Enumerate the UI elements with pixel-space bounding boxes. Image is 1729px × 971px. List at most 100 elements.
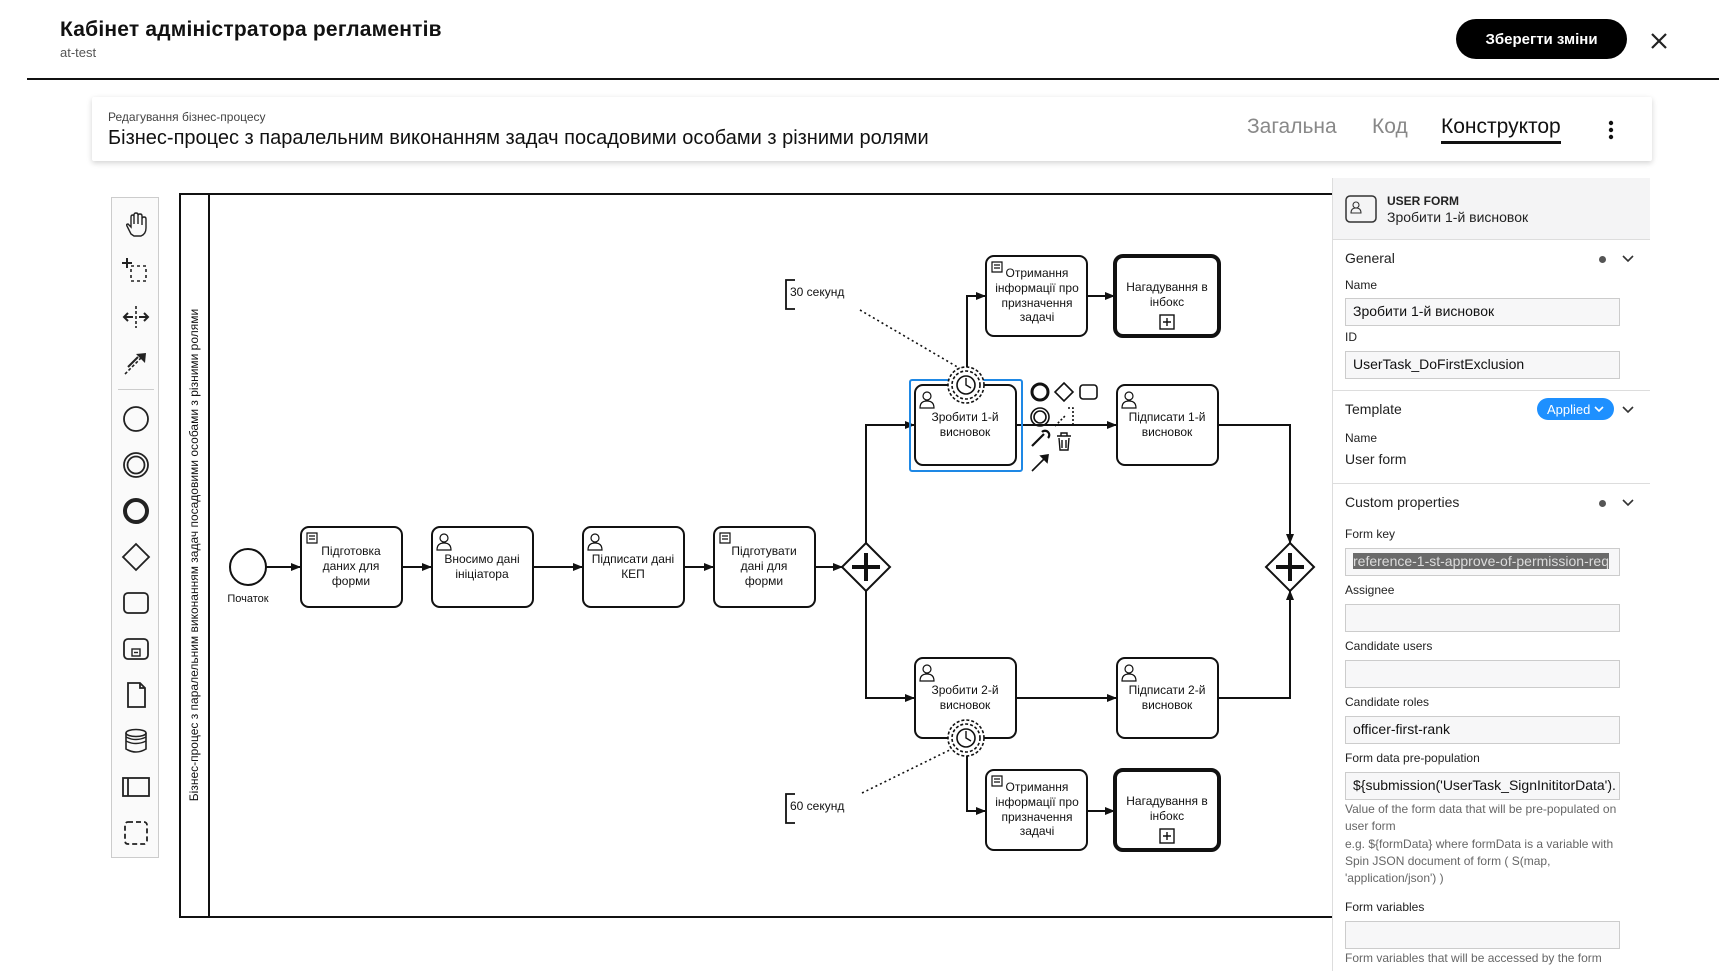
script-task-icon bbox=[991, 261, 1003, 273]
group-template-header[interactable]: Template Applied bbox=[1333, 395, 1650, 425]
chevron-down-icon[interactable] bbox=[1621, 252, 1635, 266]
space-tool-icon[interactable] bbox=[121, 302, 151, 332]
data-store-icon[interactable] bbox=[121, 726, 151, 756]
group-general-dot bbox=[1599, 256, 1606, 263]
subprocess-icon[interactable] bbox=[121, 634, 151, 664]
tab-code[interactable]: Код bbox=[1372, 115, 1408, 138]
intermediate-event-icon[interactable] bbox=[121, 450, 151, 480]
script-task-icon bbox=[719, 532, 731, 544]
chevron-down-icon[interactable] bbox=[1621, 403, 1635, 417]
app-subtitle: at-test bbox=[60, 45, 97, 60]
prepopulation-label: Form data pre-population bbox=[1345, 751, 1480, 765]
user-task-icon bbox=[919, 391, 935, 409]
tab-general[interactable]: Загальна bbox=[1247, 115, 1337, 138]
append-end-event-icon[interactable] bbox=[1030, 382, 1050, 402]
start-event[interactable]: Початок bbox=[227, 548, 269, 605]
delete-icon[interactable] bbox=[1057, 432, 1071, 451]
group-custom-header[interactable]: Custom properties bbox=[1333, 488, 1650, 518]
app-header: Кабінет адміністратора регламентів at-te… bbox=[0, 0, 1729, 80]
more-options-icon[interactable] bbox=[1608, 119, 1614, 141]
append-annotation-icon[interactable] bbox=[1054, 407, 1074, 427]
connect-icon[interactable] bbox=[1031, 454, 1049, 472]
start-event-icon[interactable] bbox=[121, 404, 151, 434]
wrench-icon[interactable] bbox=[1031, 429, 1051, 447]
parallel-gateway-join[interactable] bbox=[1264, 541, 1316, 593]
candidate-roles-input[interactable]: officer-first-rank bbox=[1345, 716, 1620, 744]
task-icon[interactable] bbox=[121, 588, 151, 618]
context-pad[interactable] bbox=[1030, 381, 1098, 472]
connect-tool-icon[interactable] bbox=[121, 348, 151, 378]
chevron-down-icon[interactable] bbox=[1621, 496, 1635, 510]
bpmn-canvas[interactable]: Бізнес-процес з паралельним виконанням з… bbox=[178, 193, 1333, 918]
end-event-icon[interactable] bbox=[121, 496, 151, 526]
form-key-value: reference-1-st-approve-of-permission-req bbox=[1353, 553, 1609, 569]
element-name: Зробити 1-й висновок bbox=[1387, 209, 1529, 225]
user-task-icon bbox=[1121, 391, 1137, 409]
tab-constructor[interactable]: Конструктор bbox=[1441, 115, 1561, 144]
group-general-header[interactable]: General bbox=[1333, 244, 1650, 274]
properties-panel: USER FORM Зробити 1-й висновок General N… bbox=[1332, 178, 1650, 971]
append-task-icon[interactable] bbox=[1079, 384, 1098, 400]
template-applied-badge[interactable]: Applied bbox=[1537, 398, 1615, 420]
form-variables-label: Form variables bbox=[1345, 900, 1425, 914]
pool-icon[interactable] bbox=[121, 772, 151, 802]
id-input[interactable]: UserTask_DoFirstExclusion bbox=[1345, 351, 1620, 379]
save-changes-button[interactable]: Зберегти зміни bbox=[1456, 19, 1627, 59]
annotation-30-sec[interactable]: 30 секунд bbox=[785, 279, 844, 310]
group-divider bbox=[1333, 390, 1650, 391]
prepopulation-example: e.g. ${formData} where formData is a var… bbox=[1345, 837, 1614, 885]
boundary-timer-top[interactable] bbox=[947, 366, 985, 404]
group-custom-title: Custom properties bbox=[1345, 494, 1460, 510]
start-event-label: Початок bbox=[227, 593, 268, 605]
candidate-users-label: Candidate users bbox=[1345, 639, 1433, 653]
sequence-flows bbox=[266, 292, 1294, 815]
candidate-users-input[interactable] bbox=[1345, 660, 1620, 688]
form-key-input[interactable]: reference-1-st-approve-of-permission-req bbox=[1345, 548, 1620, 576]
append-gateway-icon[interactable] bbox=[1053, 381, 1075, 403]
script-task-icon bbox=[306, 532, 318, 544]
parallel-gateway-split[interactable] bbox=[840, 541, 892, 593]
form-variables-input[interactable] bbox=[1345, 921, 1620, 949]
script-task-icon bbox=[991, 775, 1003, 787]
id-label: ID bbox=[1345, 330, 1357, 344]
editor-header-card: Редагування бізнес-процесу Бізнес-процес… bbox=[92, 97, 1652, 161]
close-icon[interactable] bbox=[1648, 30, 1670, 52]
hand-tool-icon[interactable] bbox=[121, 210, 151, 240]
boundary-timer-bottom[interactable] bbox=[947, 719, 985, 757]
app-title: Кабінет адміністратора регламентів bbox=[60, 18, 442, 41]
group-icon[interactable] bbox=[121, 818, 151, 848]
prepopulation-input[interactable]: ${submission('UserTask_SignInititorData'… bbox=[1345, 772, 1620, 800]
pool[interactable]: Бізнес-процес з паралельним виконанням з… bbox=[179, 193, 1333, 918]
data-object-icon[interactable] bbox=[121, 680, 151, 710]
form-variables-help: Form variables that will be accessed by … bbox=[1345, 951, 1602, 965]
template-name-label: Name bbox=[1345, 431, 1378, 445]
lasso-tool-icon[interactable] bbox=[121, 256, 151, 286]
group-general-title: General bbox=[1345, 250, 1395, 266]
name-input[interactable]: Зробити 1-й висновок bbox=[1345, 298, 1620, 326]
group-divider bbox=[1333, 483, 1650, 484]
palette-divider bbox=[118, 389, 154, 390]
annotation-bottom-text: 60 секунд bbox=[790, 799, 844, 813]
assignee-input[interactable] bbox=[1345, 604, 1620, 632]
gateway-icon[interactable] bbox=[121, 542, 151, 572]
annotation-60-sec[interactable]: 60 секунд bbox=[785, 793, 844, 824]
element-type: USER FORM bbox=[1387, 194, 1459, 208]
append-intermediate-event-icon[interactable] bbox=[1030, 407, 1050, 427]
